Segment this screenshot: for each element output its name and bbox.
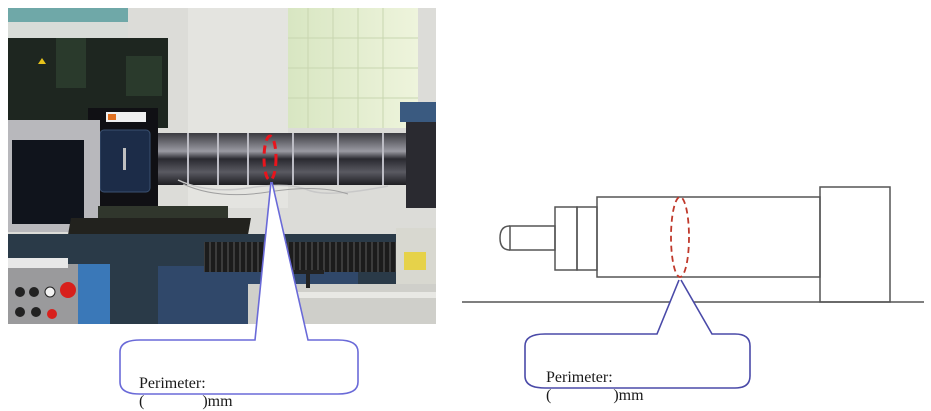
barrel-body — [596, 196, 821, 278]
callout-bubble-right — [524, 279, 751, 389]
perimeter-marker-photo — [262, 134, 278, 182]
open-paren: ( — [546, 387, 552, 404]
barrel — [158, 133, 418, 185]
diagram-overlay — [119, 181, 924, 395]
extruder-photo — [8, 8, 436, 324]
callout-bubble-left — [119, 181, 359, 395]
nozzle-tip — [499, 225, 511, 251]
flange-outer — [554, 206, 578, 271]
nozzle — [509, 225, 556, 251]
extruder-schematic — [462, 186, 924, 303]
bellows — [204, 242, 400, 272]
drive-housing — [819, 186, 891, 303]
perimeter-marker-diagram — [670, 196, 690, 278]
perimeter-label: Perimeter: — [546, 369, 613, 386]
unit-label: )mm — [613, 387, 644, 404]
callout-left-text: Perimeter: ()mm — [131, 357, 233, 411]
perimeter-label: Perimeter: — [139, 375, 206, 392]
emergency-stop-button — [60, 282, 76, 298]
callout-right-text: Perimeter: ( )mm — [538, 351, 644, 405]
flange-inner — [576, 206, 598, 271]
